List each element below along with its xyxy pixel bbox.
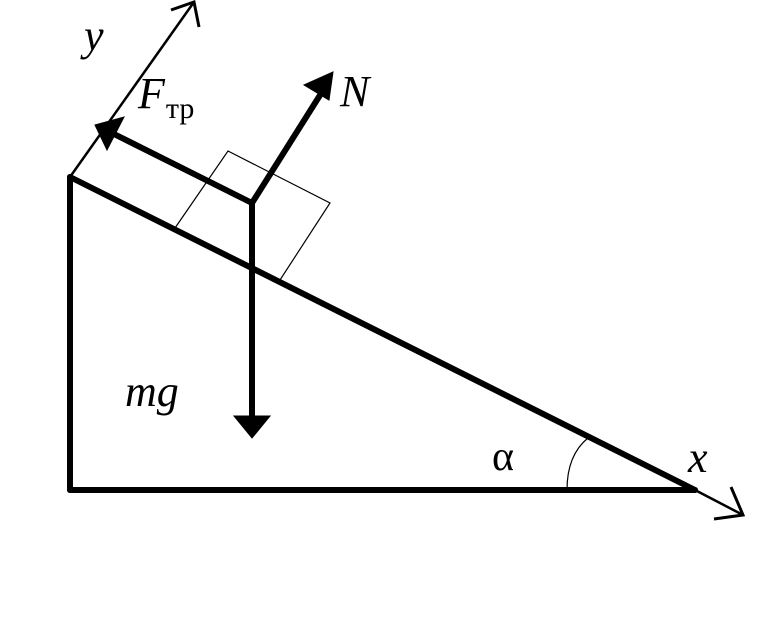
x-axis-label: x [688, 433, 708, 482]
x-axis-line [694, 488, 744, 517]
x-axis-arrowhead [713, 486, 746, 521]
friction-force-symbol: F [138, 69, 165, 118]
block [174, 150, 331, 281]
friction-force-label: Fтр [138, 69, 194, 124]
friction-force-line [110, 130, 254, 206]
angle-arc [566, 437, 589, 491]
gravity-force-label: mg [125, 367, 179, 416]
gravity-force-arrowhead [232, 415, 272, 439]
wedge-incline [67, 174, 698, 493]
normal-force-line [249, 90, 325, 205]
friction-force-subscript: тр [165, 92, 195, 125]
angle-label: α [492, 434, 515, 480]
normal-force-label: N [340, 67, 370, 116]
y-axis-arrowhead [170, 0, 201, 28]
friction-force-arrowhead [94, 116, 125, 152]
y-axis-label: y [84, 11, 104, 60]
normal-force-arrowhead [302, 71, 334, 101]
y-axis-line [68, 1, 196, 178]
